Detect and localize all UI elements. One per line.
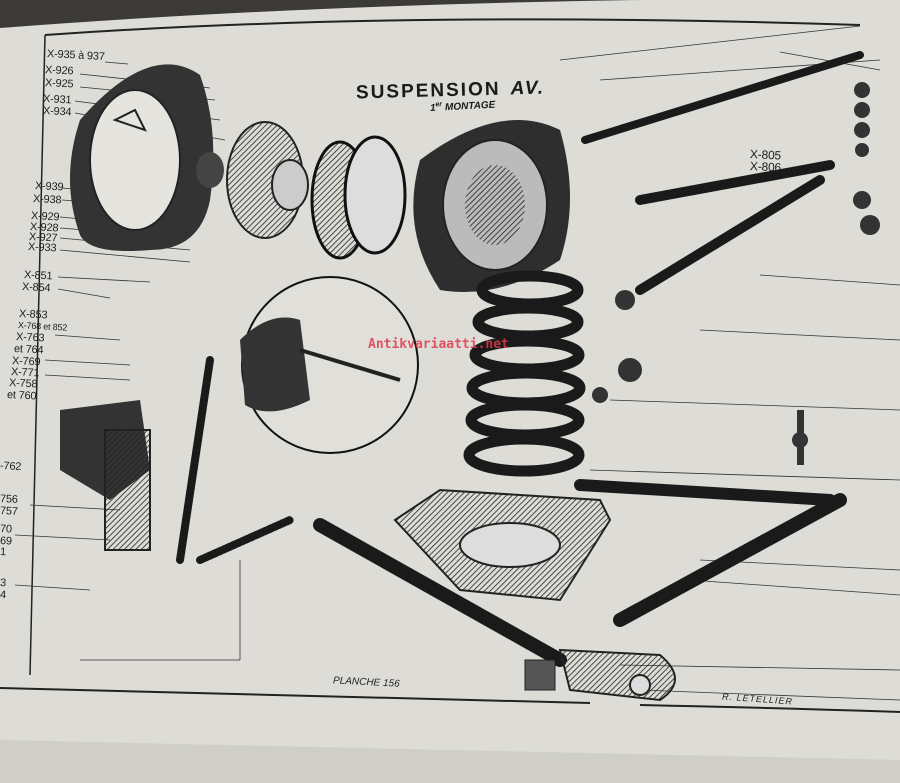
watermark: Antikvariaatti.net [368,337,509,352]
part-label: 756 [0,493,19,506]
part-label: X-806 [749,159,782,175]
part-label: X-938 [32,193,62,207]
part-label: X-933 [27,241,57,255]
brake-drum [310,135,407,260]
part-label: X-934 [42,105,72,119]
title-suffix: AV. [510,77,546,100]
coil-spring [463,270,586,477]
part-label: et 760 [6,389,37,403]
part-label: 70 [0,523,13,536]
part-label: X-926 [44,64,74,78]
brake-backing-plate [70,64,214,251]
part-label: X-854 [21,281,51,295]
part-label: 3 [0,577,7,590]
part-label: X-925 [44,77,74,91]
brake-assembly [413,120,570,292]
part-label: 4 [0,589,7,602]
part-label: -762 [0,460,22,474]
part-label: 757 [0,505,19,518]
part-label: 1 [0,546,7,559]
subtitle-sup: er [435,101,443,109]
part-label: X-939 [34,180,64,194]
hub [196,121,309,239]
